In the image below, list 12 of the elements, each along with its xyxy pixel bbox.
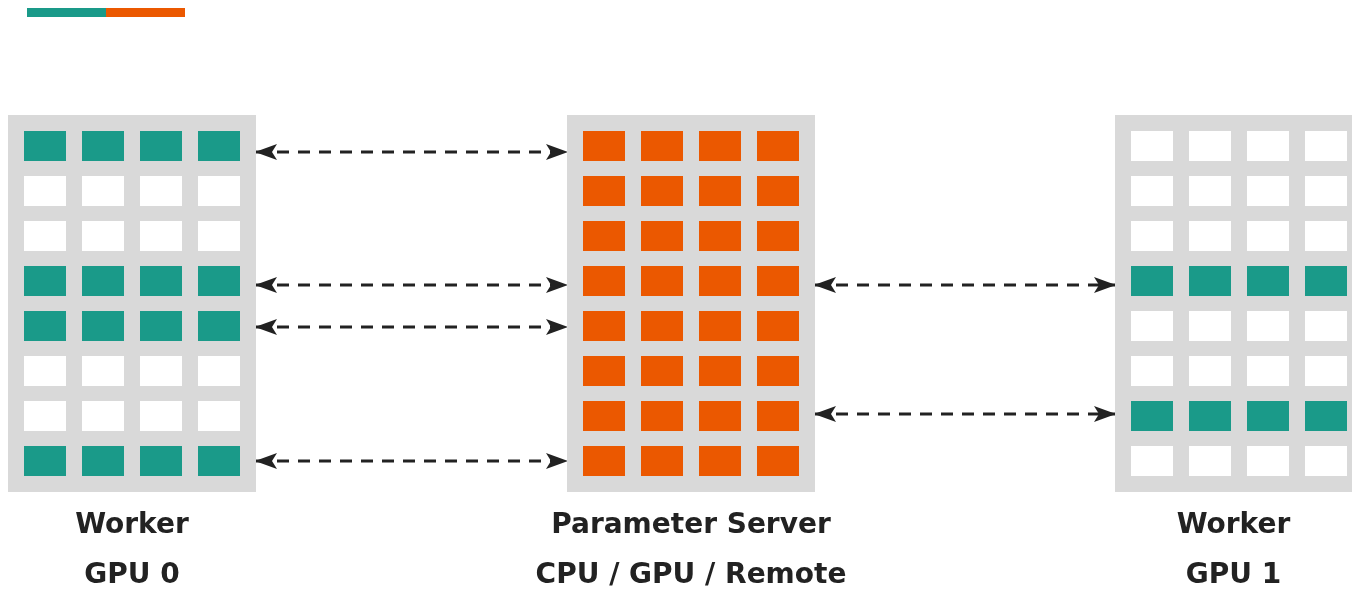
node-subtitle: GPU 1	[1185, 557, 1282, 590]
double-arrow	[255, 453, 568, 469]
node-subtitle: GPU 0	[84, 557, 180, 590]
node-title: Parameter Server	[551, 507, 831, 540]
node-subtitle: CPU / GPU / Remote	[535, 557, 847, 590]
double-arrow	[814, 406, 1116, 422]
node-title: Worker	[75, 507, 189, 540]
double-arrow	[255, 319, 568, 335]
double-arrow	[255, 144, 568, 160]
double-arrow	[255, 277, 568, 293]
node-title: Worker	[1176, 507, 1291, 540]
double-arrow	[814, 277, 1116, 293]
